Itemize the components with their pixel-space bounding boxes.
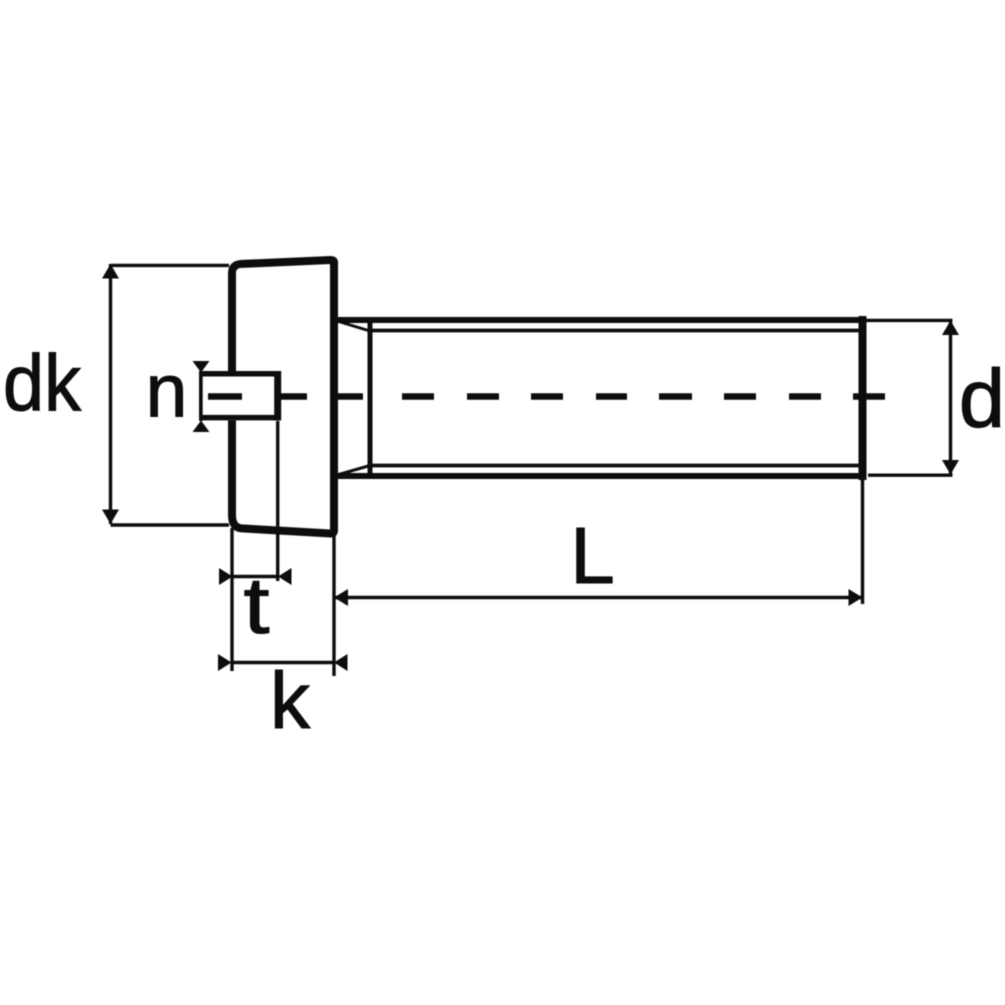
svg-text:d: d [959,352,1005,445]
svg-text:L: L [570,511,615,600]
svg-text:k: k [270,656,311,745]
svg-text:t: t [244,561,270,650]
svg-text:n: n [146,349,188,433]
svg-text:dk: dk [3,339,82,428]
